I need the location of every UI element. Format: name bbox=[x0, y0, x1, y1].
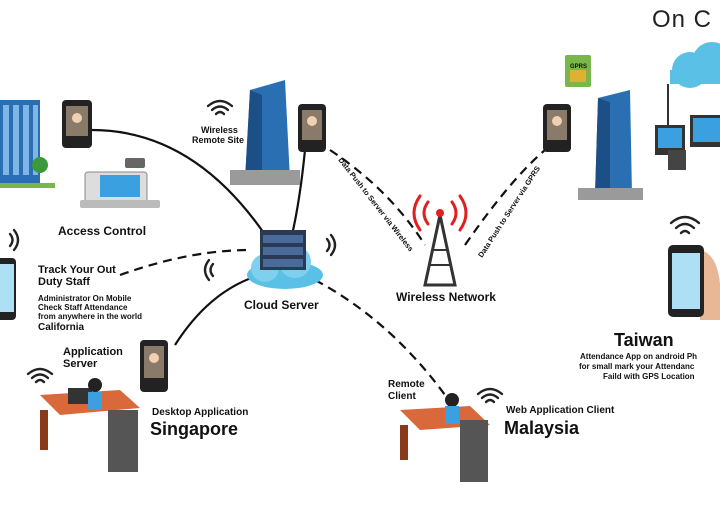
wifi-icon bbox=[669, 215, 701, 235]
line-remote-site-to-cloud bbox=[290, 149, 307, 236]
remote-site-building-icon bbox=[230, 80, 326, 185]
remote-client-label-2: Client bbox=[388, 391, 416, 402]
wifi-icon bbox=[206, 99, 234, 116]
wifi-icon bbox=[8, 228, 20, 252]
data-push-wireless-label: Data Push to Server via Wireless bbox=[336, 156, 415, 253]
attendance-app-text-1: Attendance App on android Ph bbox=[580, 352, 698, 361]
data-push-gprs-label: Data Push to Server via GPRS bbox=[476, 164, 542, 259]
cloud-server-icon bbox=[247, 230, 323, 289]
application-server-device-icon bbox=[140, 340, 168, 392]
line-track-to-cloud bbox=[119, 248, 251, 277]
office-building-right-icon bbox=[543, 90, 643, 200]
line-access-to-cloud bbox=[91, 128, 276, 251]
wireless-network-label: Wireless Network bbox=[396, 290, 496, 304]
wireless-tower-icon bbox=[412, 194, 468, 287]
attendance-app-text-2: for small mark your Attendanc bbox=[579, 362, 695, 371]
california-label: California bbox=[38, 322, 85, 333]
admin-text-3: from anywhere in the world bbox=[38, 312, 143, 321]
line-tower-to-phone bbox=[464, 149, 546, 246]
gprs-sim-card-icon bbox=[565, 55, 591, 87]
page-title: On C bbox=[652, 6, 713, 33]
wireless-remote-site-label-1: Wireless bbox=[201, 125, 238, 135]
track-staff-label-2: Duty Staff bbox=[38, 276, 90, 288]
web-client-workstation-icon bbox=[400, 393, 490, 482]
singapore-label: Singapore bbox=[150, 419, 239, 439]
access-control-label: Access Control bbox=[58, 224, 147, 238]
wifi-icon bbox=[26, 367, 54, 384]
remote-client-label-1: Remote bbox=[388, 379, 425, 390]
cloud-computers-icon bbox=[655, 42, 720, 170]
wifi-icon bbox=[325, 233, 337, 257]
line-remote-to-tower bbox=[329, 149, 426, 246]
hand-held-phone-icon bbox=[668, 245, 720, 320]
desktop-workstation-icon bbox=[40, 378, 140, 472]
access-control-devices-icon bbox=[62, 100, 160, 208]
wifi-icon bbox=[203, 258, 215, 282]
wireless-remote-site-label-2: Remote Site bbox=[192, 135, 245, 145]
web-application-client-label: Web Application Client bbox=[506, 405, 615, 416]
malaysia-label: Malaysia bbox=[504, 418, 580, 438]
taiwan-label: Taiwan bbox=[614, 330, 674, 350]
admin-text-2: Check Staff Attendance bbox=[38, 303, 128, 312]
mobile-phone-left-icon bbox=[0, 258, 16, 320]
admin-text-1: Administrator On Mobile bbox=[38, 294, 132, 303]
track-staff-label-1: Track Your Out bbox=[38, 264, 116, 276]
application-server-label-1: Application bbox=[63, 346, 123, 358]
connection-lines bbox=[91, 128, 546, 396]
gprs-chip-label: GPRS bbox=[570, 64, 587, 70]
application-server-label-2: Server bbox=[63, 358, 98, 370]
line-cloud-to-malaysia bbox=[314, 279, 446, 396]
attendance-app-text-3: Faild with GPS Location bbox=[603, 372, 695, 381]
cloud-server-label: Cloud Server bbox=[244, 298, 319, 312]
office-building-left-icon bbox=[0, 100, 55, 188]
wifi-icon bbox=[476, 387, 504, 404]
desktop-application-label: Desktop Application bbox=[152, 407, 249, 418]
